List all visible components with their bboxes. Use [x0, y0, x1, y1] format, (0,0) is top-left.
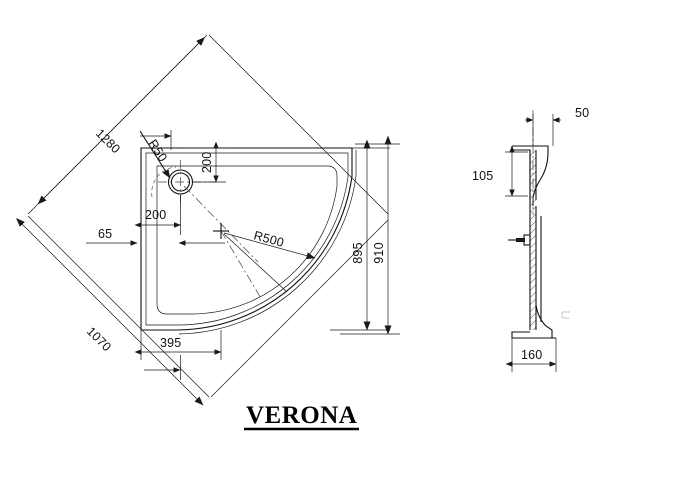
dimension-105: 105: [472, 145, 528, 197]
section-view-group: 50 105 160: [472, 106, 589, 372]
dimension-895: 895: [330, 139, 390, 331]
radius-center-mark: [213, 223, 229, 239]
dimension-65: 65: [86, 227, 225, 246]
dim-label-r50: R50: [145, 137, 170, 164]
section-drain-boss: [508, 234, 531, 246]
dimension-395: 395: [134, 330, 222, 380]
dimension-1280: 1280: [37, 36, 206, 205]
dim-label-160: 160: [521, 348, 542, 362]
dim-label-r500: R500: [252, 228, 285, 249]
plan-outer-diamond: [27, 34, 389, 398]
dim-label-105: 105: [472, 169, 493, 183]
construction-centerlines: [151, 166, 263, 301]
dim-label-395: 395: [160, 336, 181, 350]
dim-label-1280: 1280: [93, 126, 123, 156]
tray-inner-basin: [156, 165, 338, 315]
dimension-1070: 1070: [15, 217, 204, 406]
dimension-200-horizontal: 200: [134, 195, 181, 235]
dimension-160: 160: [505, 338, 557, 372]
dimension-200-vertical: 200: [186, 141, 226, 183]
dim-label-65: 65: [98, 227, 112, 241]
section-detail-mark: [561, 311, 570, 319]
dim-label-200-horizontal: 200: [145, 208, 166, 222]
dimension-r500: R500: [223, 228, 316, 293]
dimension-r50: R50: [139, 130, 171, 179]
dim-label-910: 910: [372, 242, 386, 263]
dim-label-895: 895: [351, 242, 365, 263]
dim-label-1070: 1070: [84, 324, 114, 354]
drawing-title-group: VERONA: [244, 402, 359, 431]
dim-label-200-vertical: 200: [200, 152, 214, 173]
dimension-50: 50: [525, 106, 589, 146]
dimension-910: 910: [340, 135, 400, 335]
dimension-top-tick: [140, 130, 172, 150]
dim-label-50: 50: [575, 106, 589, 120]
page-title: VERONA: [246, 402, 357, 429]
